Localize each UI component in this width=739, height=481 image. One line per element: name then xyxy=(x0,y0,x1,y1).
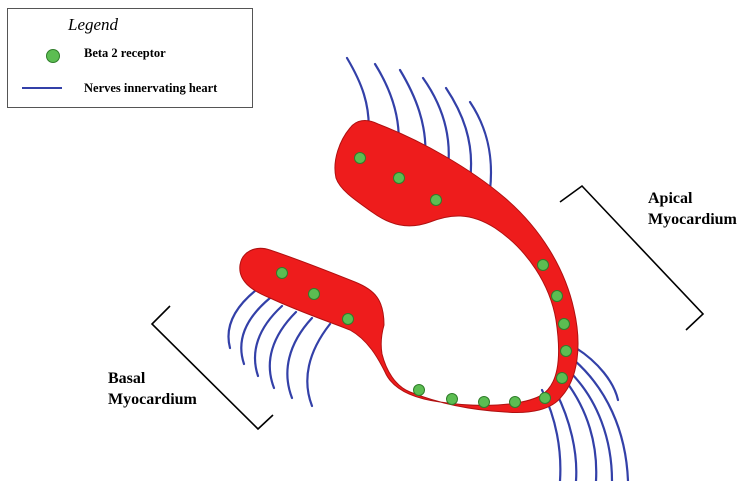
basal-label-line1: Basal xyxy=(108,368,197,389)
nerve-line xyxy=(556,392,576,481)
nerves-bottom-group xyxy=(542,348,628,481)
myocardium-shape xyxy=(240,121,578,413)
beta2-receptor-dot xyxy=(552,291,563,302)
beta2-receptor-dot xyxy=(510,397,521,408)
beta2-receptor-dot xyxy=(309,289,320,300)
green-dot-icon xyxy=(46,49,60,63)
beta2-receptor-dot xyxy=(394,173,405,184)
apical-label-line1: Apical xyxy=(648,188,737,209)
basal-label-line2: Myocardium xyxy=(108,389,197,410)
beta2-receptor-dot xyxy=(431,195,442,206)
beta2-receptor-dot xyxy=(557,373,568,384)
nerve-line xyxy=(565,380,596,481)
beta2-receptor-dot xyxy=(343,314,354,325)
nerve-line xyxy=(228,287,260,348)
beta2-receptor-dot xyxy=(538,260,549,271)
beta2-receptor-dot xyxy=(277,268,288,279)
legend-title: Legend xyxy=(68,15,118,35)
apical-myocardium-label: Apical Myocardium xyxy=(648,188,737,230)
nerve-line xyxy=(576,348,618,400)
beta2-receptor-dot xyxy=(561,346,572,357)
nerve-line xyxy=(307,324,330,406)
basal-myocardium-label: Basal Myocardium xyxy=(108,368,197,410)
legend-box: Legend Beta 2 receptor Nerves innervatin… xyxy=(7,8,253,108)
blue-line-icon xyxy=(22,87,62,89)
apical-label-line2: Myocardium xyxy=(648,209,737,230)
legend-item-beta2: Beta 2 receptor xyxy=(84,46,166,61)
legend-item-nerves: Nerves innervating heart xyxy=(84,81,217,96)
beta2-receptor-dot xyxy=(540,393,551,404)
beta2-receptor-dot xyxy=(559,319,570,330)
beta2-receptor-dot xyxy=(414,385,425,396)
beta2-receptor-dot xyxy=(447,394,458,405)
beta2-receptor-dot xyxy=(355,153,366,164)
beta2-receptor-dot xyxy=(479,397,490,408)
nerve-line xyxy=(255,306,282,376)
